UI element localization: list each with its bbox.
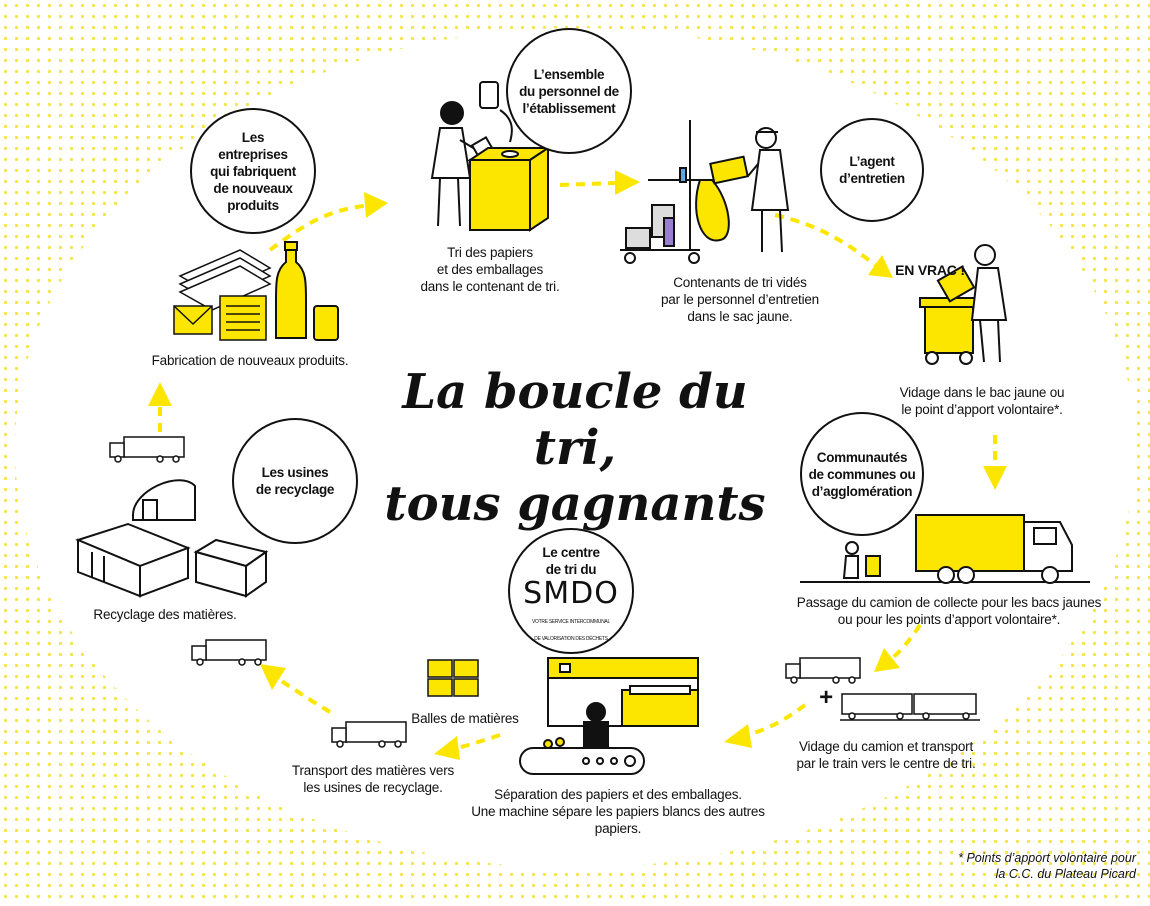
actor-center-line-2: de tri du (545, 562, 597, 577)
actor-agent-circle: L’agent d’entretien (820, 118, 924, 222)
caption-fabrication: Fabrication de nouveaux produits. (151, 353, 349, 368)
arrow-companies-to-staff (268, 203, 371, 252)
caption-transport-line-1: Transport des matières vers (291, 763, 455, 778)
caption-vidage: Vidage dans le bac jaune ou le point d’a… (882, 384, 1082, 418)
actor-factories-circle: Les usines de recyclage (232, 418, 358, 544)
actor-communities-line-1: Communautés (816, 449, 908, 465)
train-icon (840, 693, 980, 721)
sorting-bin-icon (466, 146, 552, 232)
paper-stack-icon (178, 249, 272, 311)
title-line-2: tous gagnants ! (384, 476, 766, 588)
material-bales-icon (427, 659, 479, 697)
truck-icon (191, 639, 267, 666)
caption-vides-line-3: dans le sac jaune. (687, 309, 793, 324)
caption-tri-line-3: dans le contenant de tri. (420, 279, 560, 294)
caption-vides: Contenants de tri vidés par le personnel… (640, 274, 840, 325)
conveyor-belt-icon (519, 702, 645, 775)
arrow-train-to-center (747, 703, 807, 737)
footnote: * Points d’apport volontaire pour la C.C… (900, 850, 1136, 882)
caption-train-line-2: par le train vers le centre de tri. (796, 756, 976, 771)
can-icon (313, 305, 339, 341)
caption-passage-line-2: ou pour les points d’apport volontaire*. (837, 612, 1061, 627)
actor-staff-line-1: L’ensemble (533, 66, 605, 82)
caption-train: Vidage du camion et transport par le tra… (788, 738, 984, 772)
actor-center-line-1: Le centre (542, 545, 600, 560)
loop-arrows (148, 170, 1007, 760)
smdo-tagline-2: DE VALORISATION DES DÉCHETS (534, 636, 608, 642)
caption-passage-line-1: Passage du camion de collecte pour les b… (796, 595, 1102, 610)
actor-companies-line-1: Les (241, 129, 265, 145)
actor-staff-line-3: l’établissement (522, 100, 616, 116)
cleaning-cart-icon (620, 120, 730, 264)
caption-separation-line-1: Séparation des papiers et des emballages… (494, 787, 742, 802)
actor-companies-line-4: de nouveaux (213, 180, 293, 196)
newspaper-icon (219, 295, 267, 341)
caption-passage: Passage du camion de collecte pour les b… (790, 594, 1108, 628)
caption-recyclage: Recyclage des matières. (93, 607, 237, 622)
title-line-1: La boucle du tri, (402, 364, 748, 476)
factory-icon (193, 538, 269, 598)
arrow-center-to-transport (457, 733, 501, 750)
arrow-head (260, 664, 286, 690)
truck-icon (331, 721, 407, 748)
actor-communities-line-3: d’agglomération (811, 483, 913, 499)
actor-center-circle: Le centre de tri du SMDO VOTRE SERVICE IN… (508, 528, 634, 654)
truck-icon (785, 657, 861, 684)
arrow-head (724, 724, 752, 748)
arrow-head (868, 255, 893, 278)
caption-vides-line-1: Contenants de tri vidés (673, 275, 807, 290)
arrow-head (434, 736, 460, 760)
caption-en-vrac: EN VRAC ! (895, 262, 965, 278)
actor-communities-line-2: de communes ou (808, 466, 916, 482)
actor-staff-line-2: du personnel de (519, 83, 619, 99)
arrow-head (615, 170, 640, 195)
envelope-icon (173, 305, 213, 335)
actor-factories-line-2: de recyclage (255, 482, 335, 497)
footnote-line-2: la C.C. du Plateau Picard (995, 867, 1136, 881)
warehouse-icon (132, 479, 196, 521)
caption-separation-line-2: Une machine sépare les papiers blancs de… (471, 804, 765, 836)
caption-vidage-line-1: Vidage dans le bac jaune ou (899, 385, 1065, 400)
arrow-agent-to-bin (774, 213, 877, 267)
caption-transport: Transport des matières vers les usines d… (276, 762, 470, 796)
actor-companies-line-2: entreprises (218, 146, 288, 162)
smdo-tagline-1: VOTRE SERVICE INTERCOMMUNAL (532, 619, 610, 625)
arrow-head (148, 382, 172, 406)
caption-transport-line-2: les usines de recyclage. (303, 780, 443, 795)
arrow-head (874, 648, 900, 672)
arrow-head (983, 466, 1007, 490)
caption-train-line-1: Vidage du camion et transport (798, 739, 974, 754)
smdo-logo: SMDO (523, 576, 619, 611)
caption-balles: Balles de matières (411, 711, 519, 726)
actor-companies-line-5: produits (227, 197, 279, 213)
caption-tri-line-1: Tri des papiers (447, 245, 533, 260)
actor-agent-line-1: L’agent (849, 154, 895, 169)
sorting-center-building-icon (547, 657, 699, 727)
plus-sign: + (819, 684, 833, 711)
cleaning-agent-icon (709, 127, 790, 253)
actor-companies-line-3: qui fabriquent (210, 163, 296, 179)
bottle-icon (275, 241, 307, 339)
arrow-head (364, 192, 388, 218)
truck-icon (109, 436, 185, 463)
caption-tri: Tri des papiers et des emballages dans l… (405, 244, 575, 295)
caption-separation: Séparation des papiers et des emballages… (450, 786, 786, 837)
actor-factories-line-1: Les usines (261, 465, 329, 480)
arrow-transport-to-factories (278, 678, 332, 714)
caption-vides-line-2: par le personnel d’entretien (660, 292, 819, 307)
caption-vidage-line-2: le point d’apport volontaire*. (901, 402, 1063, 417)
diagram-title: La boucle du tri, tous gagnants ! (380, 364, 770, 588)
actor-agent-line-2: d’entretien (839, 171, 905, 186)
factory-icon (75, 522, 191, 598)
cleaning-agent-icon (936, 244, 1008, 363)
caption-tri-line-2: et des emballages (436, 262, 544, 277)
collection-truck-icon (800, 514, 1090, 584)
arrow-truck-to-train (888, 623, 922, 662)
footnote-line-1: * Points d’apport volontaire pour (958, 851, 1136, 865)
